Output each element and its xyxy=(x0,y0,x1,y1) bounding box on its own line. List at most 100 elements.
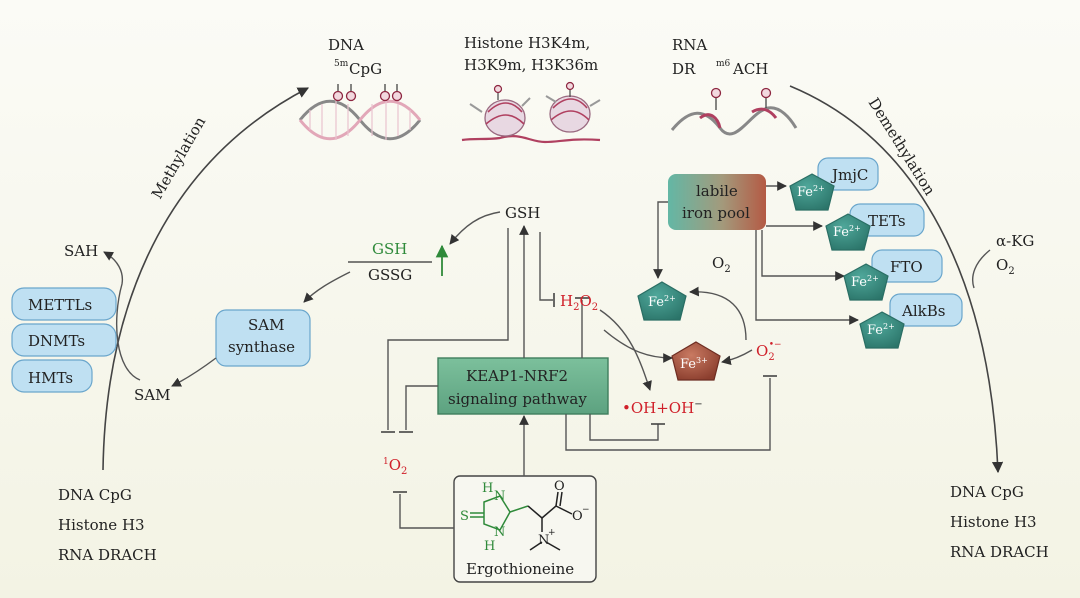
right-o2-label: O2 xyxy=(996,256,1015,277)
ergothioneine-inhibits-singlet xyxy=(399,494,454,529)
tets-fe2-label: Fe2+ xyxy=(833,224,861,240)
svg-text:Fe2+: Fe2+ xyxy=(833,224,861,240)
enzyme-label-dnmts: DNMTs xyxy=(28,332,85,350)
mol-n3-charge: + xyxy=(548,528,556,538)
methylation-label: Methylation xyxy=(148,113,210,202)
alkbs-fe2-pentagon xyxy=(859,311,905,349)
keap1-nrf2-box xyxy=(437,357,609,415)
o2-label: O2 xyxy=(712,254,731,275)
singlet-oxygen-label: 1O2 xyxy=(383,456,407,477)
dna-title: DNA xyxy=(328,36,364,54)
svg-text:O2: O2 xyxy=(996,256,1015,277)
ergothioneine-inhibits-superoxide xyxy=(565,378,771,451)
fe3-pentagon xyxy=(671,341,721,381)
enzyme-label-hmts: HMTs xyxy=(28,369,73,387)
keap1-nrf2-line2: signaling pathway xyxy=(448,390,587,408)
cofactor-curve-arrow xyxy=(972,249,991,289)
enzyme-box-hmts xyxy=(11,359,93,393)
fe2-to-fe3-arrow xyxy=(603,329,673,363)
labile-iron-pool-box xyxy=(668,174,766,230)
sam-synthase-to-sam-arrow xyxy=(171,357,217,387)
dna-helix-illustration xyxy=(298,84,422,141)
alpha-kg-label: α-KG xyxy=(996,232,1034,250)
fe2-pentagon xyxy=(637,281,687,321)
gsh-inhibits-singlet-oxygen xyxy=(387,228,509,430)
mol-o1: O xyxy=(554,479,565,494)
mol-s: S xyxy=(460,509,469,524)
left-bottom-histone: Histone H3 xyxy=(58,516,145,534)
h2o2-to-oh-arrow xyxy=(599,309,652,391)
mol-n2: N xyxy=(494,525,505,540)
sam-label: SAM xyxy=(134,386,170,404)
rna-ach: ACH xyxy=(732,60,768,78)
methylation-arc xyxy=(102,87,309,471)
svg-text:1O2: 1O2 xyxy=(383,456,407,477)
enzyme-box-alkbs xyxy=(889,293,963,327)
mol-h1: H xyxy=(482,481,493,496)
gsh-ratio-denominator: GSSG xyxy=(368,266,412,284)
gsh-label: GSH xyxy=(505,204,540,222)
keap1-inhibits-singlet-oxygen xyxy=(405,385,438,430)
histone-line2: H3K9m, H3K36m xyxy=(464,56,598,74)
fe3-label: Fe3+ xyxy=(680,356,708,372)
dna-superscript: 5m xyxy=(334,59,349,69)
rna-dr: DR xyxy=(672,60,696,78)
superoxide-to-fe3-arrow xyxy=(721,349,753,366)
pool-to-alkbs-arrow xyxy=(755,230,859,325)
svg-text:•OH+OH−: •OH+OH− xyxy=(622,399,703,417)
jmjc-fe2-pentagon xyxy=(789,173,835,211)
enzyme-box-dnmts xyxy=(11,323,117,357)
enzyme-label-tets: TETs xyxy=(868,212,906,230)
iron-pool-line1: labile xyxy=(696,182,738,200)
pool-to-fto-arrow xyxy=(761,230,845,281)
rna-strand-illustration xyxy=(670,87,798,136)
keap1-nrf2-line1: KEAP1-NRF2 xyxy=(466,367,568,385)
dna-cpg: CpG xyxy=(349,60,382,78)
right-bottom-dna: DNA CpG xyxy=(950,483,1024,501)
sam-synthase-line2: synthase xyxy=(228,338,295,356)
mol-o2-charge: − xyxy=(582,505,590,515)
fe2-label: Fe2+ xyxy=(648,294,676,310)
histone-nucleosome-illustration xyxy=(461,81,601,144)
gsh-ratio-to-synthase-arrow xyxy=(303,271,351,303)
sam-synthase-box xyxy=(215,309,311,367)
gsh-inhibits-h2o2 xyxy=(539,232,553,301)
fto-fe2-pentagon xyxy=(843,263,889,301)
hydroxyl-label: •OH+OH− xyxy=(622,399,703,417)
alkbs-fe2-label: Fe2+ xyxy=(867,322,895,338)
jmjc-fe2-label: Fe2+ xyxy=(797,184,825,200)
enzyme-label-mettls: METTLs xyxy=(28,296,92,314)
pool-to-fe2-arrow xyxy=(653,201,668,279)
demethylation-arc xyxy=(789,85,1004,474)
gsh-ratio-numerator: GSH xyxy=(372,240,407,258)
keap1-inhibits-oh xyxy=(589,414,659,441)
mol-n1: N xyxy=(494,489,505,504)
enzyme-box-fto xyxy=(871,249,943,283)
sah-label: SAH xyxy=(64,242,98,260)
mol-o2: O xyxy=(572,509,583,524)
svg-text:Fe2+: Fe2+ xyxy=(797,184,825,200)
svg-text:Fe3+: Fe3+ xyxy=(680,356,708,372)
enzyme-box-jmjc xyxy=(817,157,879,191)
left-bottom-dna: DNA CpG xyxy=(58,486,132,504)
svg-text:Fe2+: Fe2+ xyxy=(851,274,879,290)
svg-text:H2O2: H2O2 xyxy=(560,292,598,313)
iron-pool-line2: iron pool xyxy=(682,204,750,222)
gsh-to-ratio-arrow xyxy=(449,211,501,245)
svg-text:Fe2+: Fe2+ xyxy=(867,322,895,338)
h2o2-label: H2O2 xyxy=(560,292,598,313)
svg-text:Fe2+: Fe2+ xyxy=(648,294,676,310)
left-bottom-rna: RNA DRACH xyxy=(58,546,157,564)
tets-fe2-pentagon xyxy=(825,213,871,251)
mol-n3: N xyxy=(538,533,549,548)
histone-line1: Histone H3K4m, xyxy=(464,34,590,52)
enzyme-label-jmjc: JmjC xyxy=(830,166,868,184)
superoxide-label: O2•− xyxy=(756,340,782,363)
mol-h2: H xyxy=(484,539,495,554)
right-bottom-histone: Histone H3 xyxy=(950,513,1037,531)
rna-m6-superscript: m6 xyxy=(716,59,731,69)
svg-text:O2•−: O2•− xyxy=(756,340,782,363)
fe3-to-fe2-o2-arc xyxy=(689,286,747,341)
